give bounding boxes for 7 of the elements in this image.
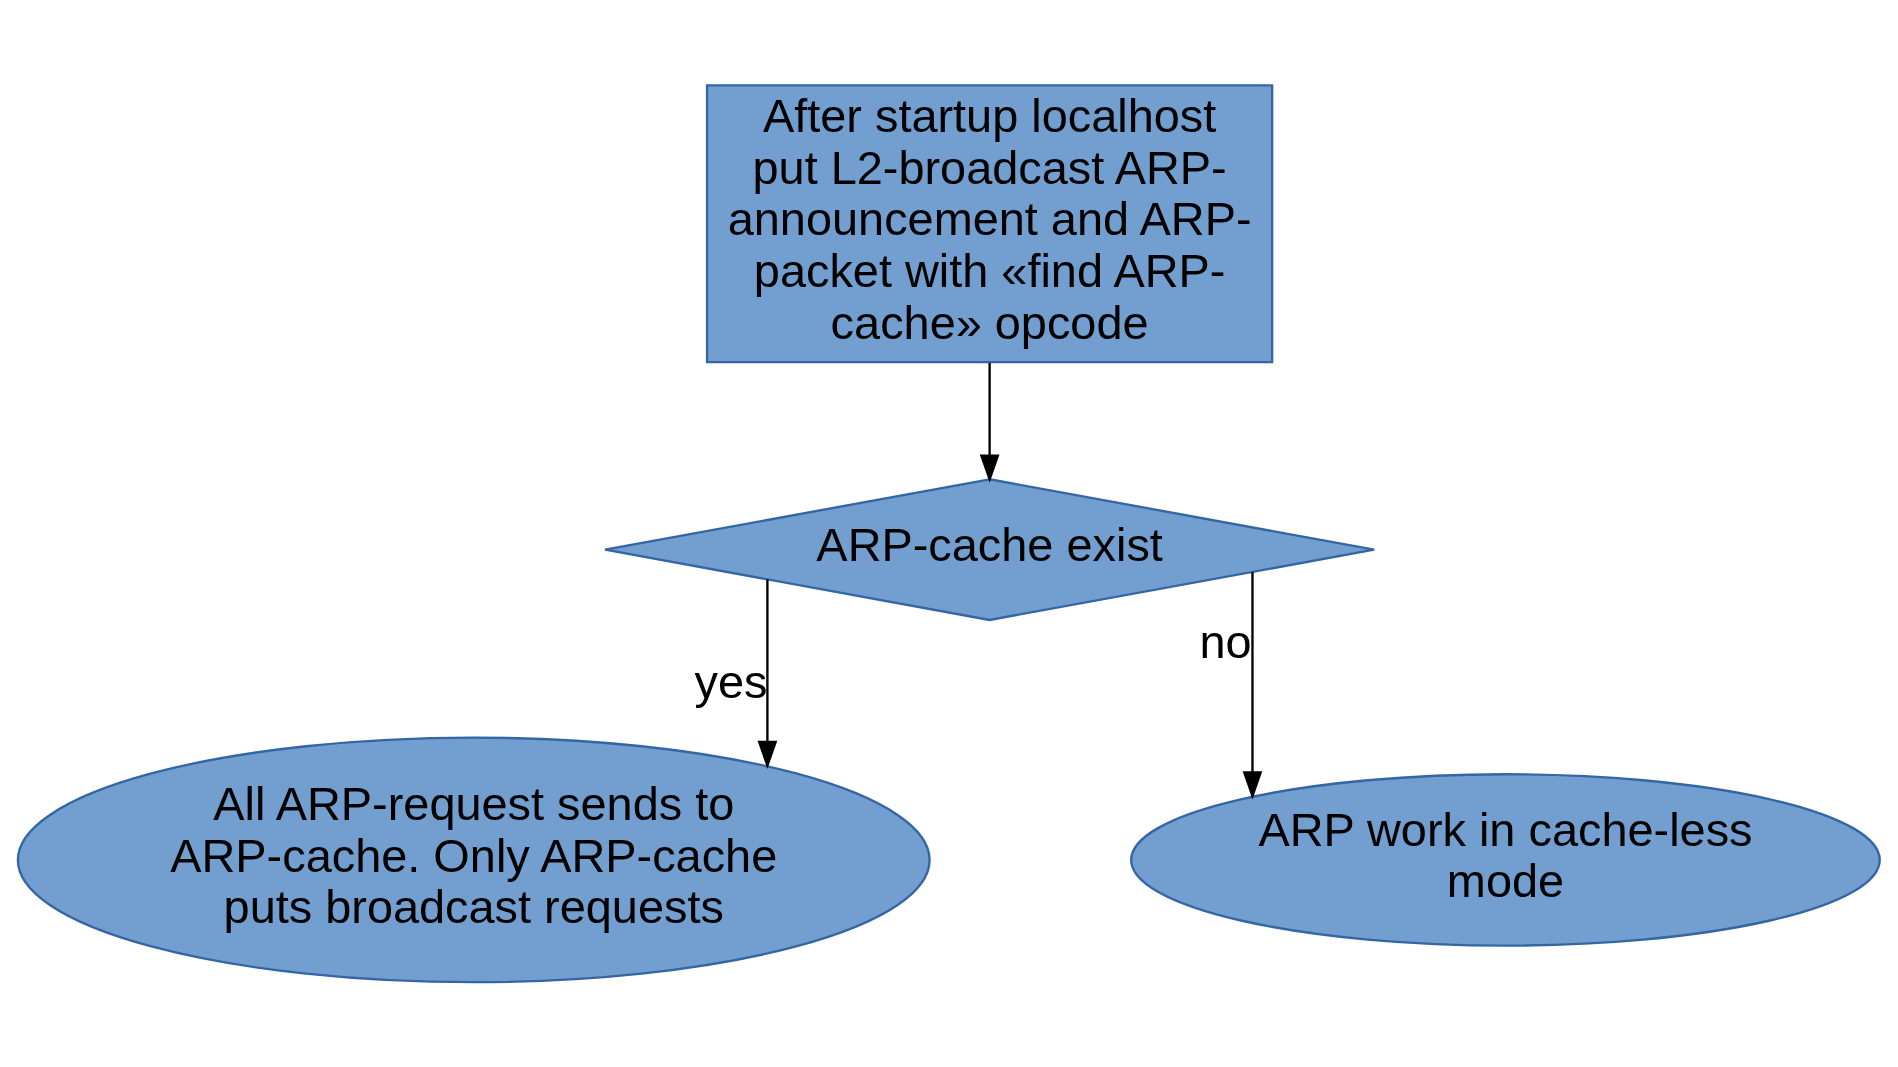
- arrow: [1242, 571, 1263, 799]
- node-ellipse: All ARP-request sends to ARP-cache. Only ARP-cache puts broadcast requests: [16, 735, 931, 983]
- arrow: [757, 578, 778, 769]
- node-box: After startup localhost put L2-broadcast ARP-announcement and ARP-packet with «find ARP-cache» opcode: [705, 83, 1274, 363]
- node-diamond: ARP-cache exist: [603, 477, 1376, 621]
- edge-label: yes: [694, 655, 768, 708]
- arrow: [979, 362, 1000, 483]
